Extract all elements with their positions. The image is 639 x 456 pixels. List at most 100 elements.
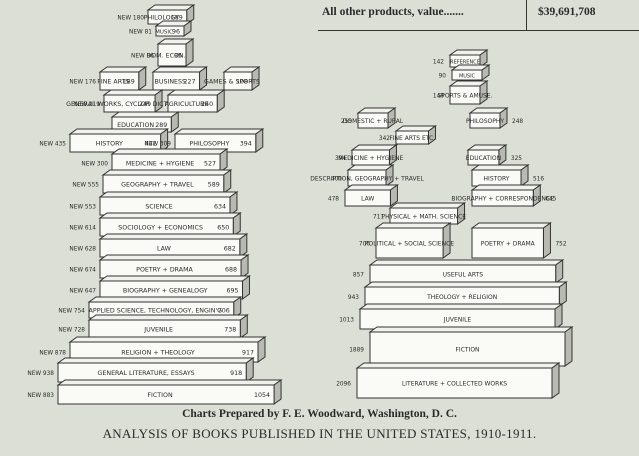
left-block-22-front [57, 384, 275, 405]
left-block-2-side [185, 38, 194, 67]
left-new-label-6: NEW 219 [73, 102, 100, 108]
right-block-17-side [554, 303, 563, 330]
right-block-3-front [357, 112, 389, 129]
right-block-value-6: 394 [335, 156, 346, 162]
left-new-label-2: NEW 96 [131, 54, 154, 60]
left-block-value-0: 189 [171, 15, 183, 22]
left-block-value-14: 650 [217, 225, 229, 232]
chart-credit: Charts Prepared by F. E. Woodward, Washi… [182, 408, 457, 420]
left-block-value-16: 688 [225, 267, 237, 274]
right-block-label-8: DESCRIPTION, GEOGRAPHY + TRAVEL [310, 176, 424, 183]
left-block-value-1: 96 [172, 29, 180, 36]
right-block-label-2: SPORTS & AMUSE. [437, 93, 492, 100]
left-block-label-11: MEDICINE + HYGIENE [126, 161, 194, 168]
header-value: $39,691,708 [538, 6, 596, 18]
right-block-11 [470, 184, 542, 207]
left-block-11-top [110, 148, 229, 155]
left-block-8-top [110, 111, 180, 118]
left-new-label-14: NEW 614 [69, 226, 96, 232]
left-block-19-top [87, 314, 249, 321]
right-block-label-9: HISTORY [484, 176, 510, 183]
left-block-label-10: PHILOSOPHY [189, 141, 229, 148]
left-block-10-top [173, 128, 265, 135]
right-block-value-0: 142 [433, 60, 444, 66]
left-block-value-8: 289 [155, 122, 167, 129]
right-block-10 [343, 184, 399, 207]
left-block-label-20: RELIGION + THEOLOGY [121, 350, 195, 357]
left-block-13-top [98, 191, 239, 198]
right-block-value-3: 255 [341, 119, 352, 125]
left-block-5 [222, 66, 261, 91]
right-block-value-9: 516 [533, 177, 544, 183]
left-block-label-7: AGRICULTURE [165, 101, 209, 108]
left-new-label-20: NEW 878 [39, 351, 66, 357]
right-block-2-front [449, 85, 481, 105]
right-block-value-8: 400 [331, 177, 342, 183]
left-new-label-19: NEW 728 [58, 328, 85, 334]
right-block-19-top [355, 362, 561, 369]
left-block-14 [98, 212, 242, 237]
right-block-14 [470, 222, 553, 259]
left-block-label-5: GAMES & SPORTS [204, 79, 260, 86]
left-block-0-top [146, 4, 196, 11]
left-block-12 [101, 169, 233, 194]
left-block-label-8: EDUCATION [117, 122, 154, 129]
left-block-label-4: BUSINESS [155, 79, 186, 86]
left-new-label-16: NEW 674 [69, 268, 96, 274]
left-block-value-7: 240 [201, 101, 213, 108]
left-block-15 [98, 233, 249, 258]
left-block-20-side [257, 336, 266, 363]
right-block-label-6: MEDICINE + HYGIENE [338, 155, 403, 162]
right-block-13-top [374, 222, 452, 229]
right-block-18-side [564, 326, 573, 367]
left-new-label-22: NEW 883 [27, 393, 54, 399]
left-block-10 [173, 128, 265, 153]
left-block-label-3: FINE ARTS [97, 79, 129, 86]
right-block-10-front [344, 189, 391, 207]
right-block-10-top [343, 184, 399, 191]
right-block-label-0: REFERENCE [450, 60, 480, 66]
left-block-label-2: DOM. ECON. [146, 53, 185, 60]
left-block-label-17: BIOGRAPHY + GENEALOGY [123, 288, 208, 295]
left-new-label-15: NEW 628 [69, 247, 96, 253]
left-block-3-top [98, 66, 148, 73]
left-block-21-top [56, 357, 255, 364]
left-block-5-front [223, 71, 253, 91]
left-new-label-10: NEW 309 [144, 142, 171, 148]
right-block-value-12: 711 [373, 215, 384, 221]
right-block-18 [368, 326, 574, 367]
right-block-label-7: EDUCATION [466, 155, 501, 162]
right-block-15-top [368, 259, 565, 266]
right-block-label-16: THEOLOGY + RELIGION [426, 294, 497, 301]
left-block-11 [110, 148, 229, 173]
left-new-label-11: NEW 300 [81, 162, 108, 168]
right-block-label-10: LAW [361, 196, 374, 203]
left-block-7 [166, 89, 226, 113]
right-block-17-top [358, 303, 564, 310]
right-block-19 [355, 362, 561, 399]
right-block-label-19: LITERATURE + COLLECTED WORKS [402, 381, 507, 388]
left-new-label-9: NEW 435 [39, 142, 66, 148]
right-block-19-side [551, 362, 560, 399]
right-block-label-18: FICTION [455, 347, 479, 354]
right-block-value-11: 645 [545, 197, 556, 203]
right-block-3 [356, 107, 397, 129]
right-block-value-2: 148 [433, 94, 444, 100]
right-block-19-front [356, 367, 553, 399]
left-block-value-5: 108 [236, 79, 248, 86]
header-label: All other products, value....... [322, 6, 464, 18]
left-block-6 [102, 89, 164, 113]
right-block-18-top [368, 326, 574, 333]
right-block-value-19: 2096 [336, 382, 351, 388]
right-block-label-11: BIOGRAPHY + CORRESPONDENCE [451, 196, 554, 203]
left-block-label-19: JUVENILE [143, 327, 173, 334]
left-block-value-2: 95 [174, 53, 182, 60]
left-block-label-22: FICTION [147, 392, 173, 399]
left-block-18-top [87, 296, 243, 303]
left-block-14-top [98, 212, 242, 219]
left-block-1 [154, 20, 193, 37]
left-block-21 [56, 357, 255, 383]
left-block-value-20: 917 [242, 350, 254, 357]
header-divider [526, 0, 528, 30]
